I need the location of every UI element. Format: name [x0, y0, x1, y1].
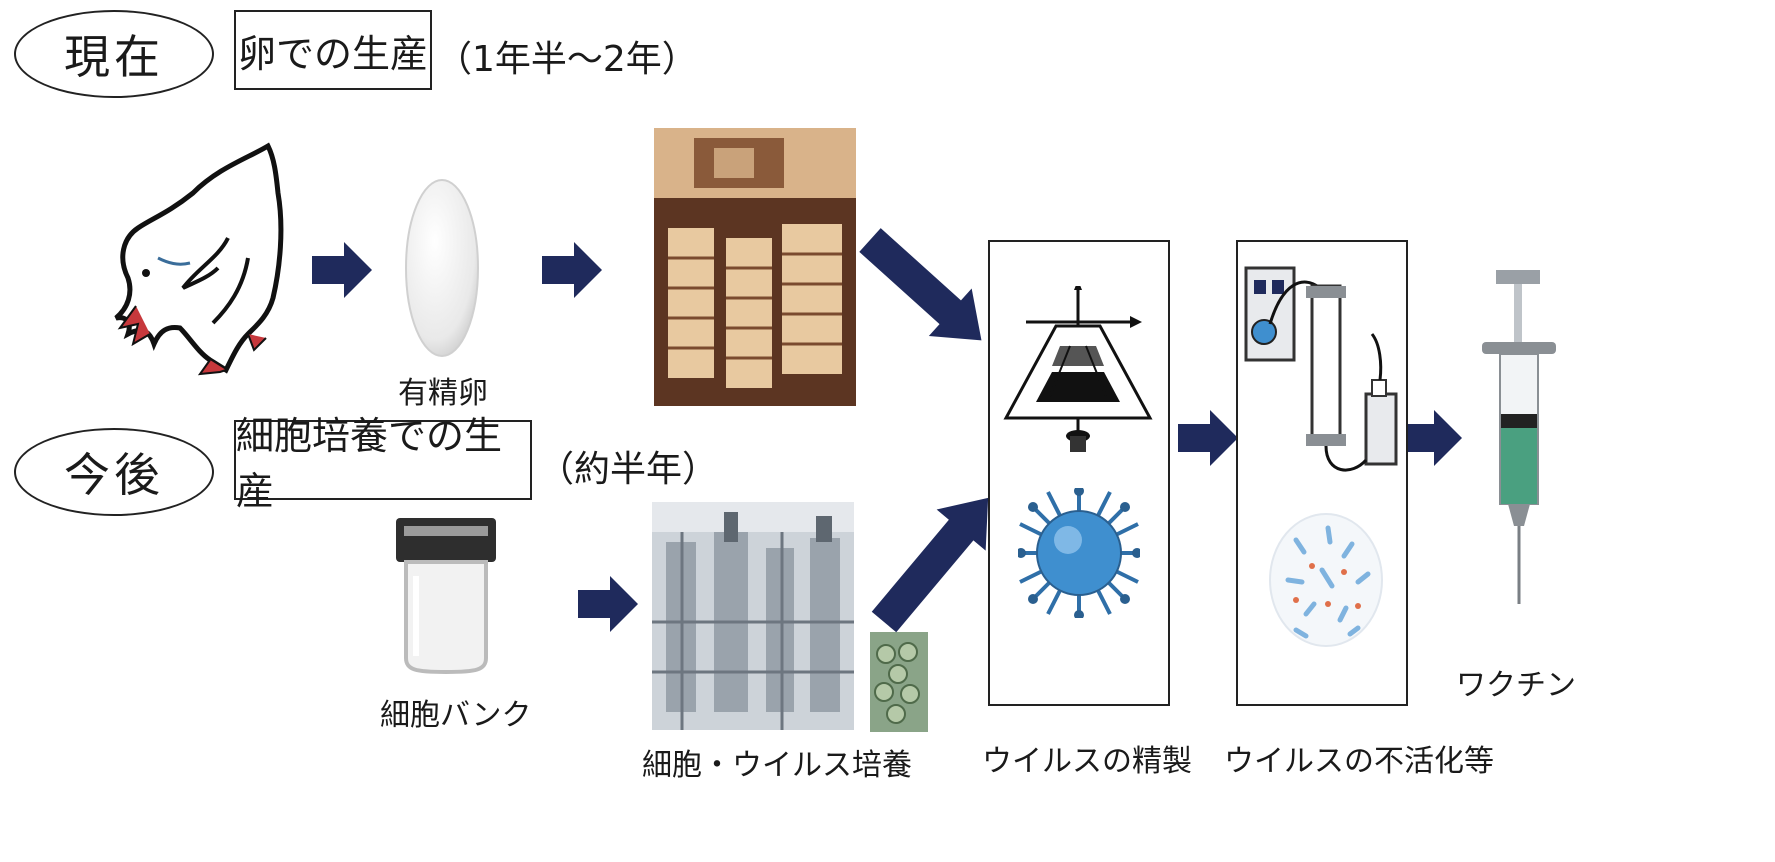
era-label-current: 現在 — [14, 10, 214, 98]
arrow-cellbank-to-culture — [578, 576, 638, 632]
centrifuge-flask-icon — [1003, 286, 1153, 452]
caption-cell-virus-culture: 細胞・ウイルス培養 — [642, 748, 912, 783]
virus-particle-icon — [1018, 488, 1140, 618]
caption-virus-purification: ウイルスの精製 — [982, 744, 1192, 779]
arrow-egg-to-incubator — [542, 242, 602, 298]
arrow-culture-to-purification — [871, 497, 989, 633]
arrow-inactivation-to-vaccine — [1402, 410, 1462, 466]
cell-micrograph — [870, 632, 928, 732]
arrow-chicken-to-egg — [312, 242, 372, 298]
caption-cell-bank: 細胞バンク — [380, 698, 532, 733]
caption-egg: 有精卵 — [398, 376, 488, 411]
method-label-future: 細胞培養での生産 — [234, 414, 532, 513]
duration-future: （約半年） — [538, 449, 719, 490]
duration-current: （1年半～2年） — [436, 39, 698, 80]
syringe-icon — [1482, 270, 1556, 604]
caption-vaccine: ワクチン — [1456, 668, 1576, 703]
chicken-icon — [114, 142, 284, 376]
cell-bank-jar-icon — [396, 518, 496, 675]
arrow-incubator-to-purification — [859, 228, 982, 341]
egg-incubator-photo — [654, 128, 856, 406]
chromatography-apparatus-icon — [1244, 266, 1398, 472]
culture-facility-photo — [652, 502, 854, 730]
inactivation-panel — [1236, 240, 1408, 706]
purification-panel — [988, 240, 1170, 706]
method-label-current: 卵での生産 — [234, 10, 432, 90]
inactivated-virus-icon — [1269, 513, 1383, 647]
egg-icon — [405, 179, 479, 357]
era-label-future: 今後 — [14, 428, 214, 516]
caption-virus-inactivation: ウイルスの不活化等 — [1224, 744, 1494, 779]
arrow-purification-to-inactivation — [1178, 410, 1238, 466]
